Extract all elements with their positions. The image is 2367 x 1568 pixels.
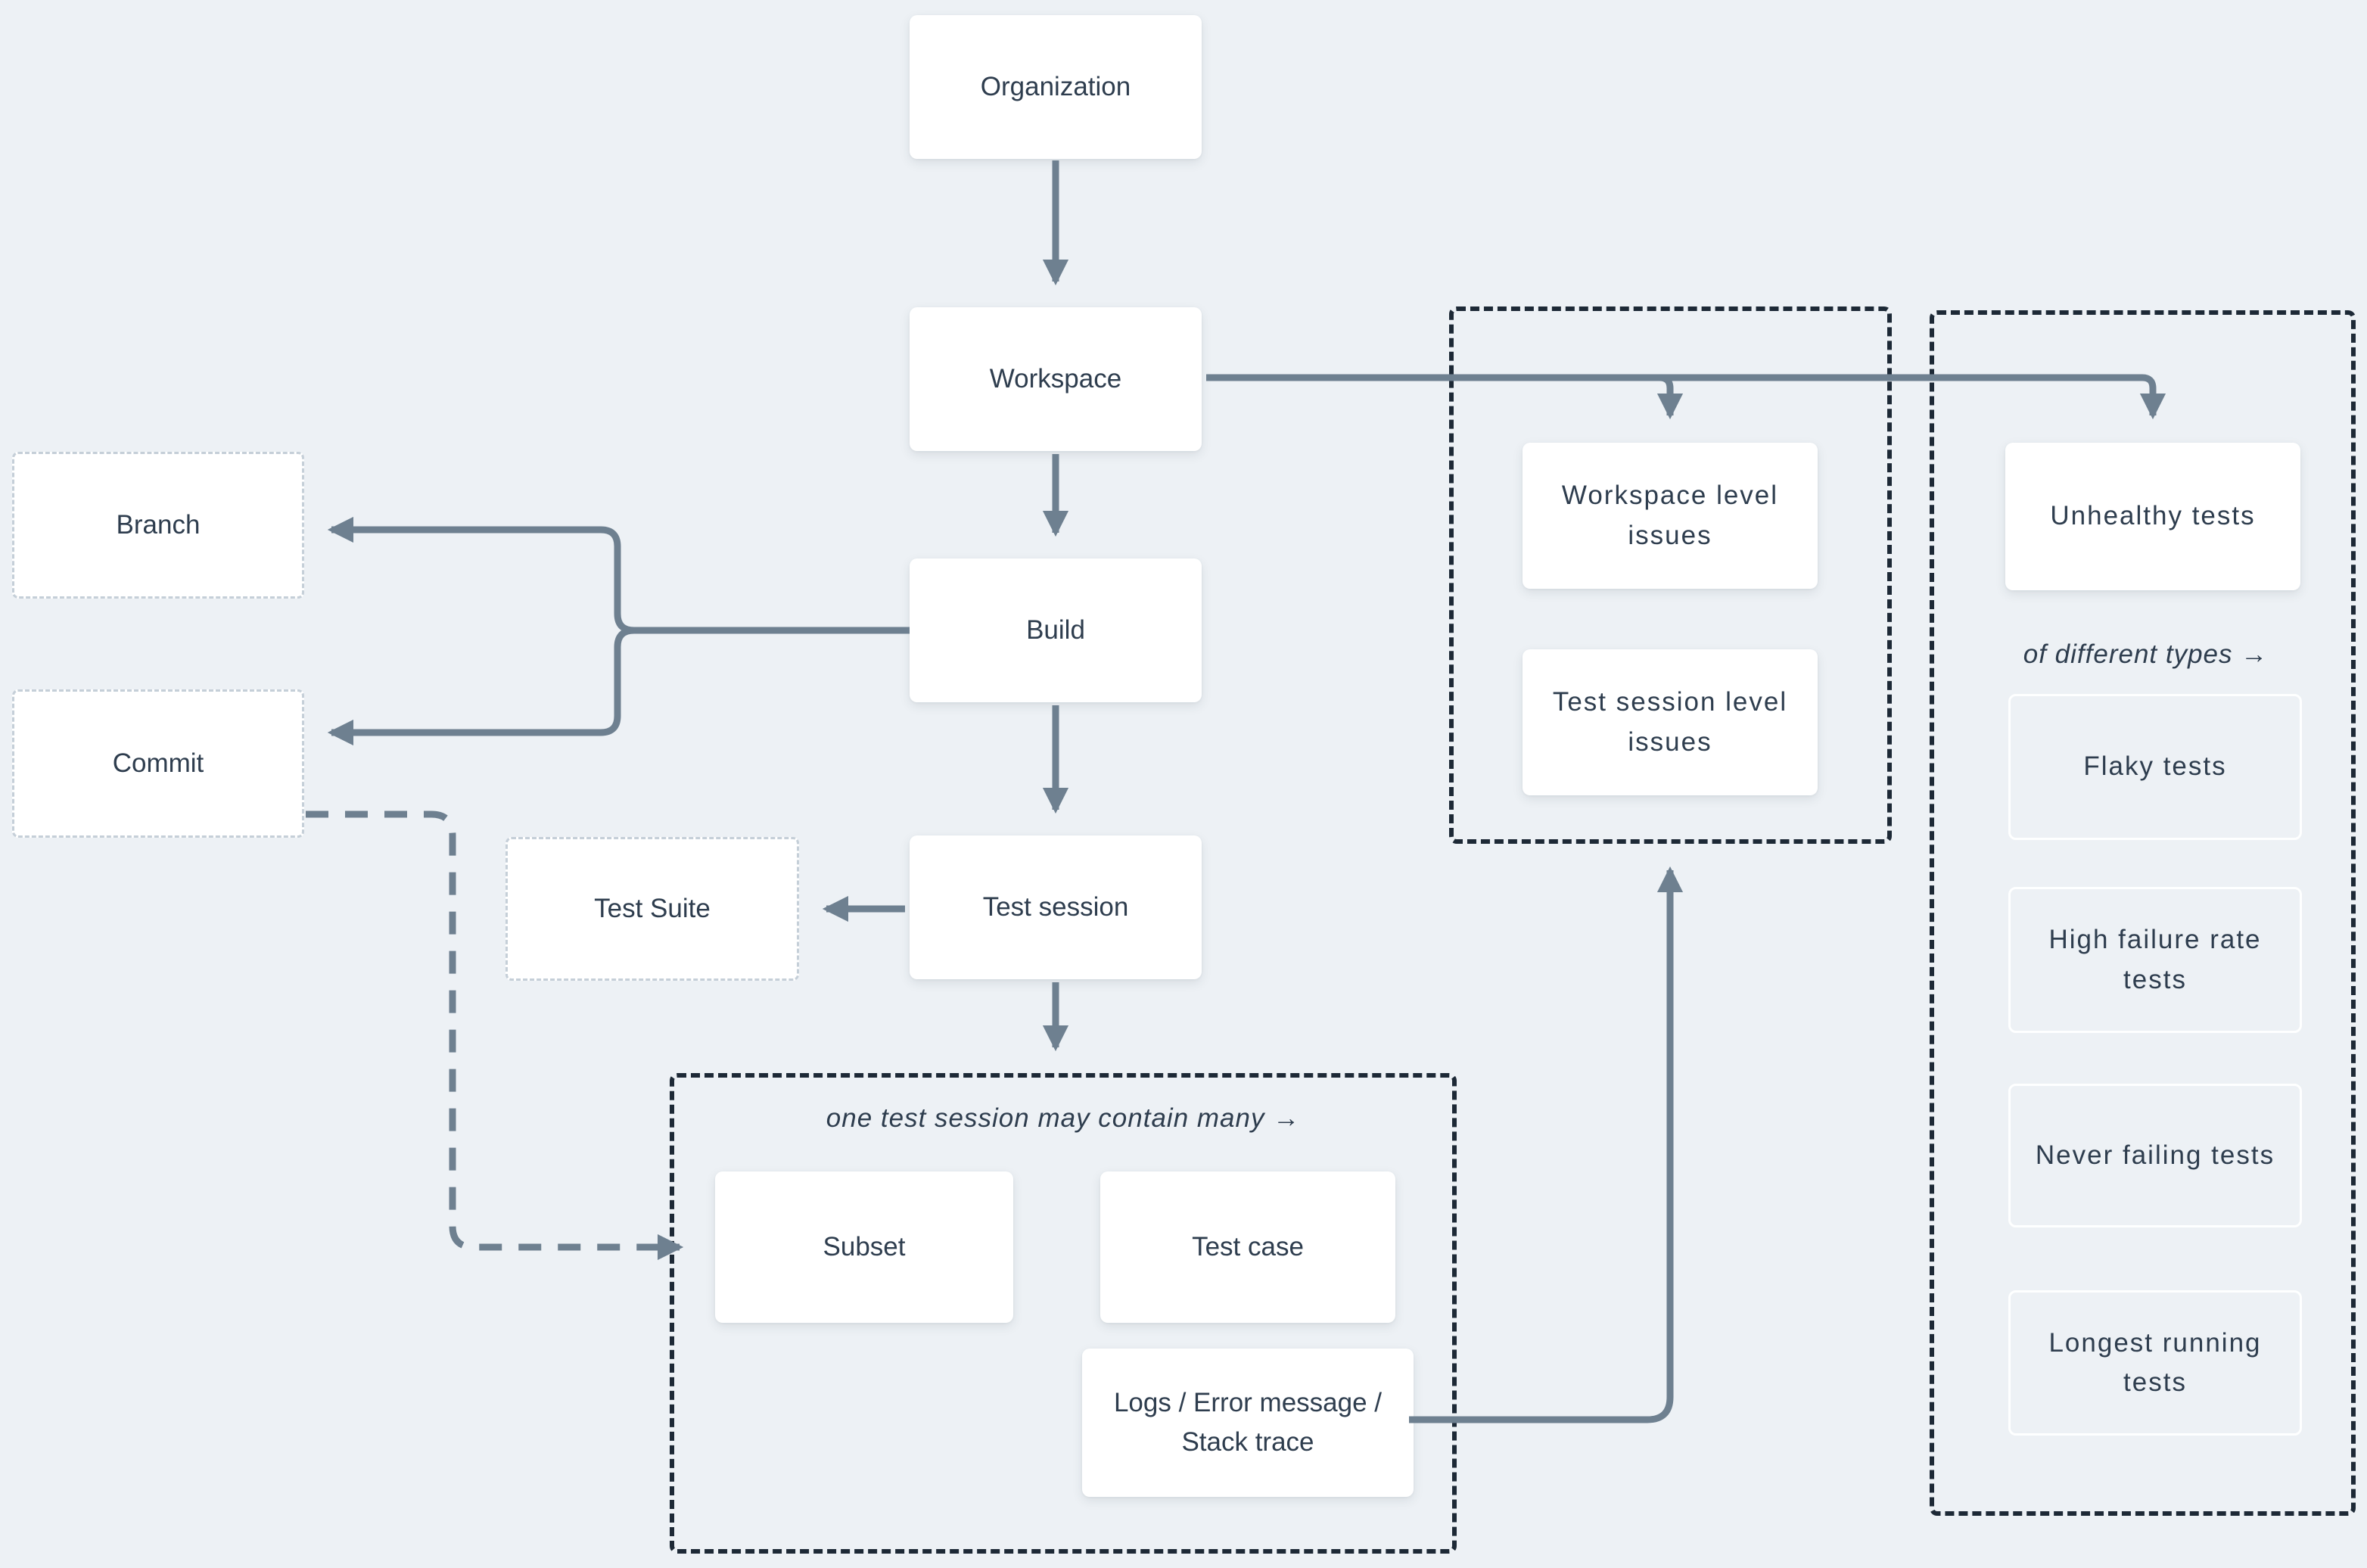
- unhealthy-types-container: [1930, 310, 2356, 1516]
- node-logs-error-stack: Logs / Error message / Stack trace: [1082, 1349, 1414, 1497]
- node-workspace-level-issues: Workspace level issues: [1523, 443, 1818, 589]
- node-high-failure-rate-tests: High failure rate tests: [2008, 887, 2302, 1033]
- edge-build-commit: [327, 627, 910, 746]
- issues-container: [1449, 306, 1892, 844]
- session-contents-note: one test session may contain many →: [826, 1103, 1301, 1133]
- node-test-session-level-issues: Test session level issues: [1523, 649, 1818, 795]
- node-subset: Subset: [715, 1171, 1013, 1323]
- node-branch: Branch: [12, 452, 304, 599]
- node-longest-running-tests: Longest running tests: [2008, 1290, 2302, 1436]
- edge-build-branch: [327, 516, 910, 634]
- node-unhealthy-tests: Unhealthy tests: [2005, 443, 2300, 590]
- node-build: Build: [910, 558, 1202, 702]
- node-commit: Commit: [12, 689, 304, 838]
- node-workspace: Workspace: [910, 307, 1202, 451]
- node-test-session: Test session: [910, 835, 1202, 979]
- node-test-suite: Test Suite: [505, 837, 799, 981]
- node-never-failing-tests: Never failing tests: [2008, 1084, 2302, 1227]
- node-organization: Organization: [910, 15, 1202, 159]
- node-flaky-tests: Flaky tests: [2008, 694, 2302, 840]
- node-test-case: Test case: [1100, 1171, 1395, 1323]
- types-note: of different types →: [2023, 639, 2269, 669]
